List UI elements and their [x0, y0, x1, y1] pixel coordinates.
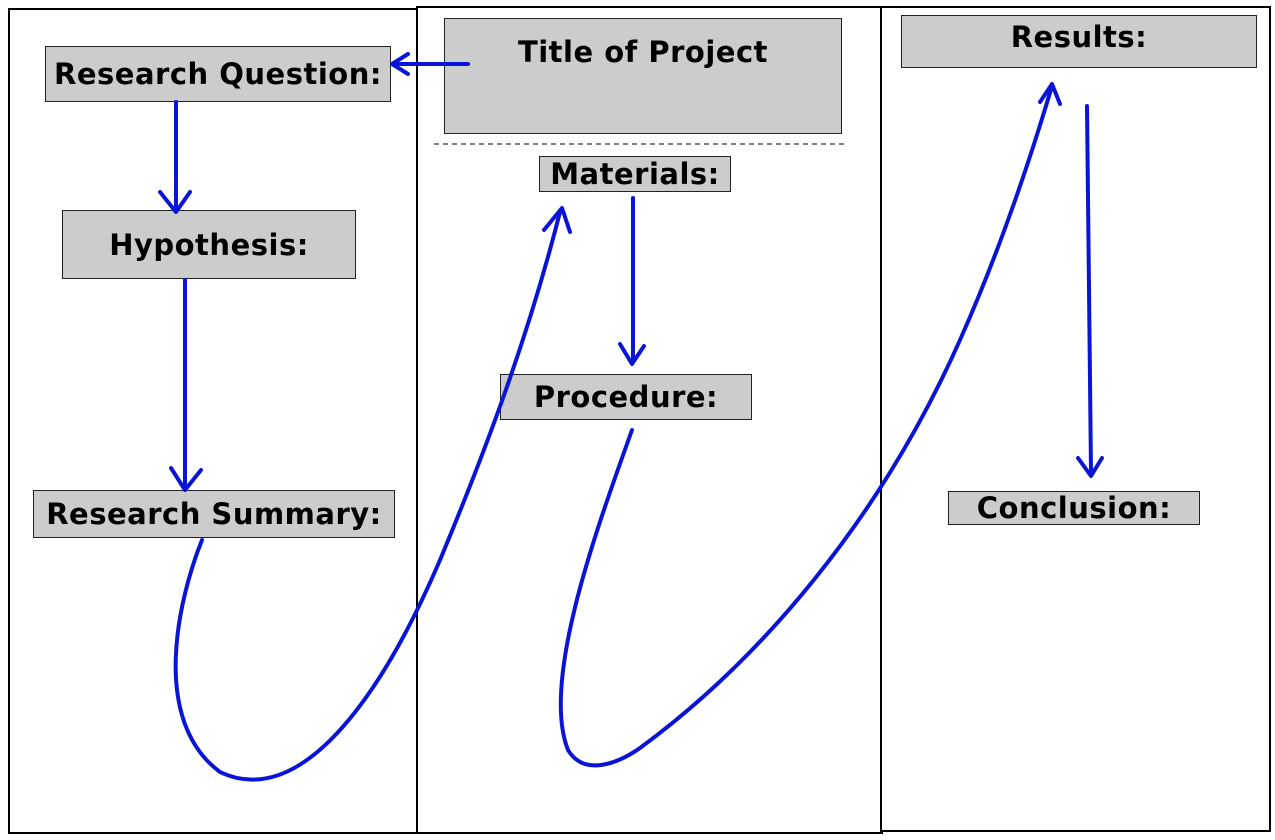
hypothesis-box: Hypothesis:: [62, 210, 356, 279]
materials-box: Materials:: [539, 156, 731, 192]
hypothesis-label: Hypothesis:: [109, 227, 309, 262]
title-of-project-label: Title of Project: [517, 35, 769, 69]
title-of-project-box: Title of Project: [444, 18, 842, 134]
research-summary-box: Research Summary:: [33, 490, 395, 538]
conclusion-box: Conclusion:: [948, 491, 1200, 525]
procedure-box: Procedure:: [500, 374, 752, 420]
procedure-label: Procedure:: [533, 380, 719, 414]
research-question-box: Research Question:: [45, 46, 391, 102]
results-box: Results:: [901, 15, 1257, 68]
research-question-label: Research Question:: [54, 57, 382, 91]
research-summary-label: Research Summary:: [46, 497, 382, 531]
results-label: Results:: [1010, 20, 1148, 54]
conclusion-label: Conclusion:: [976, 491, 1172, 525]
materials-label: Materials:: [550, 157, 720, 191]
